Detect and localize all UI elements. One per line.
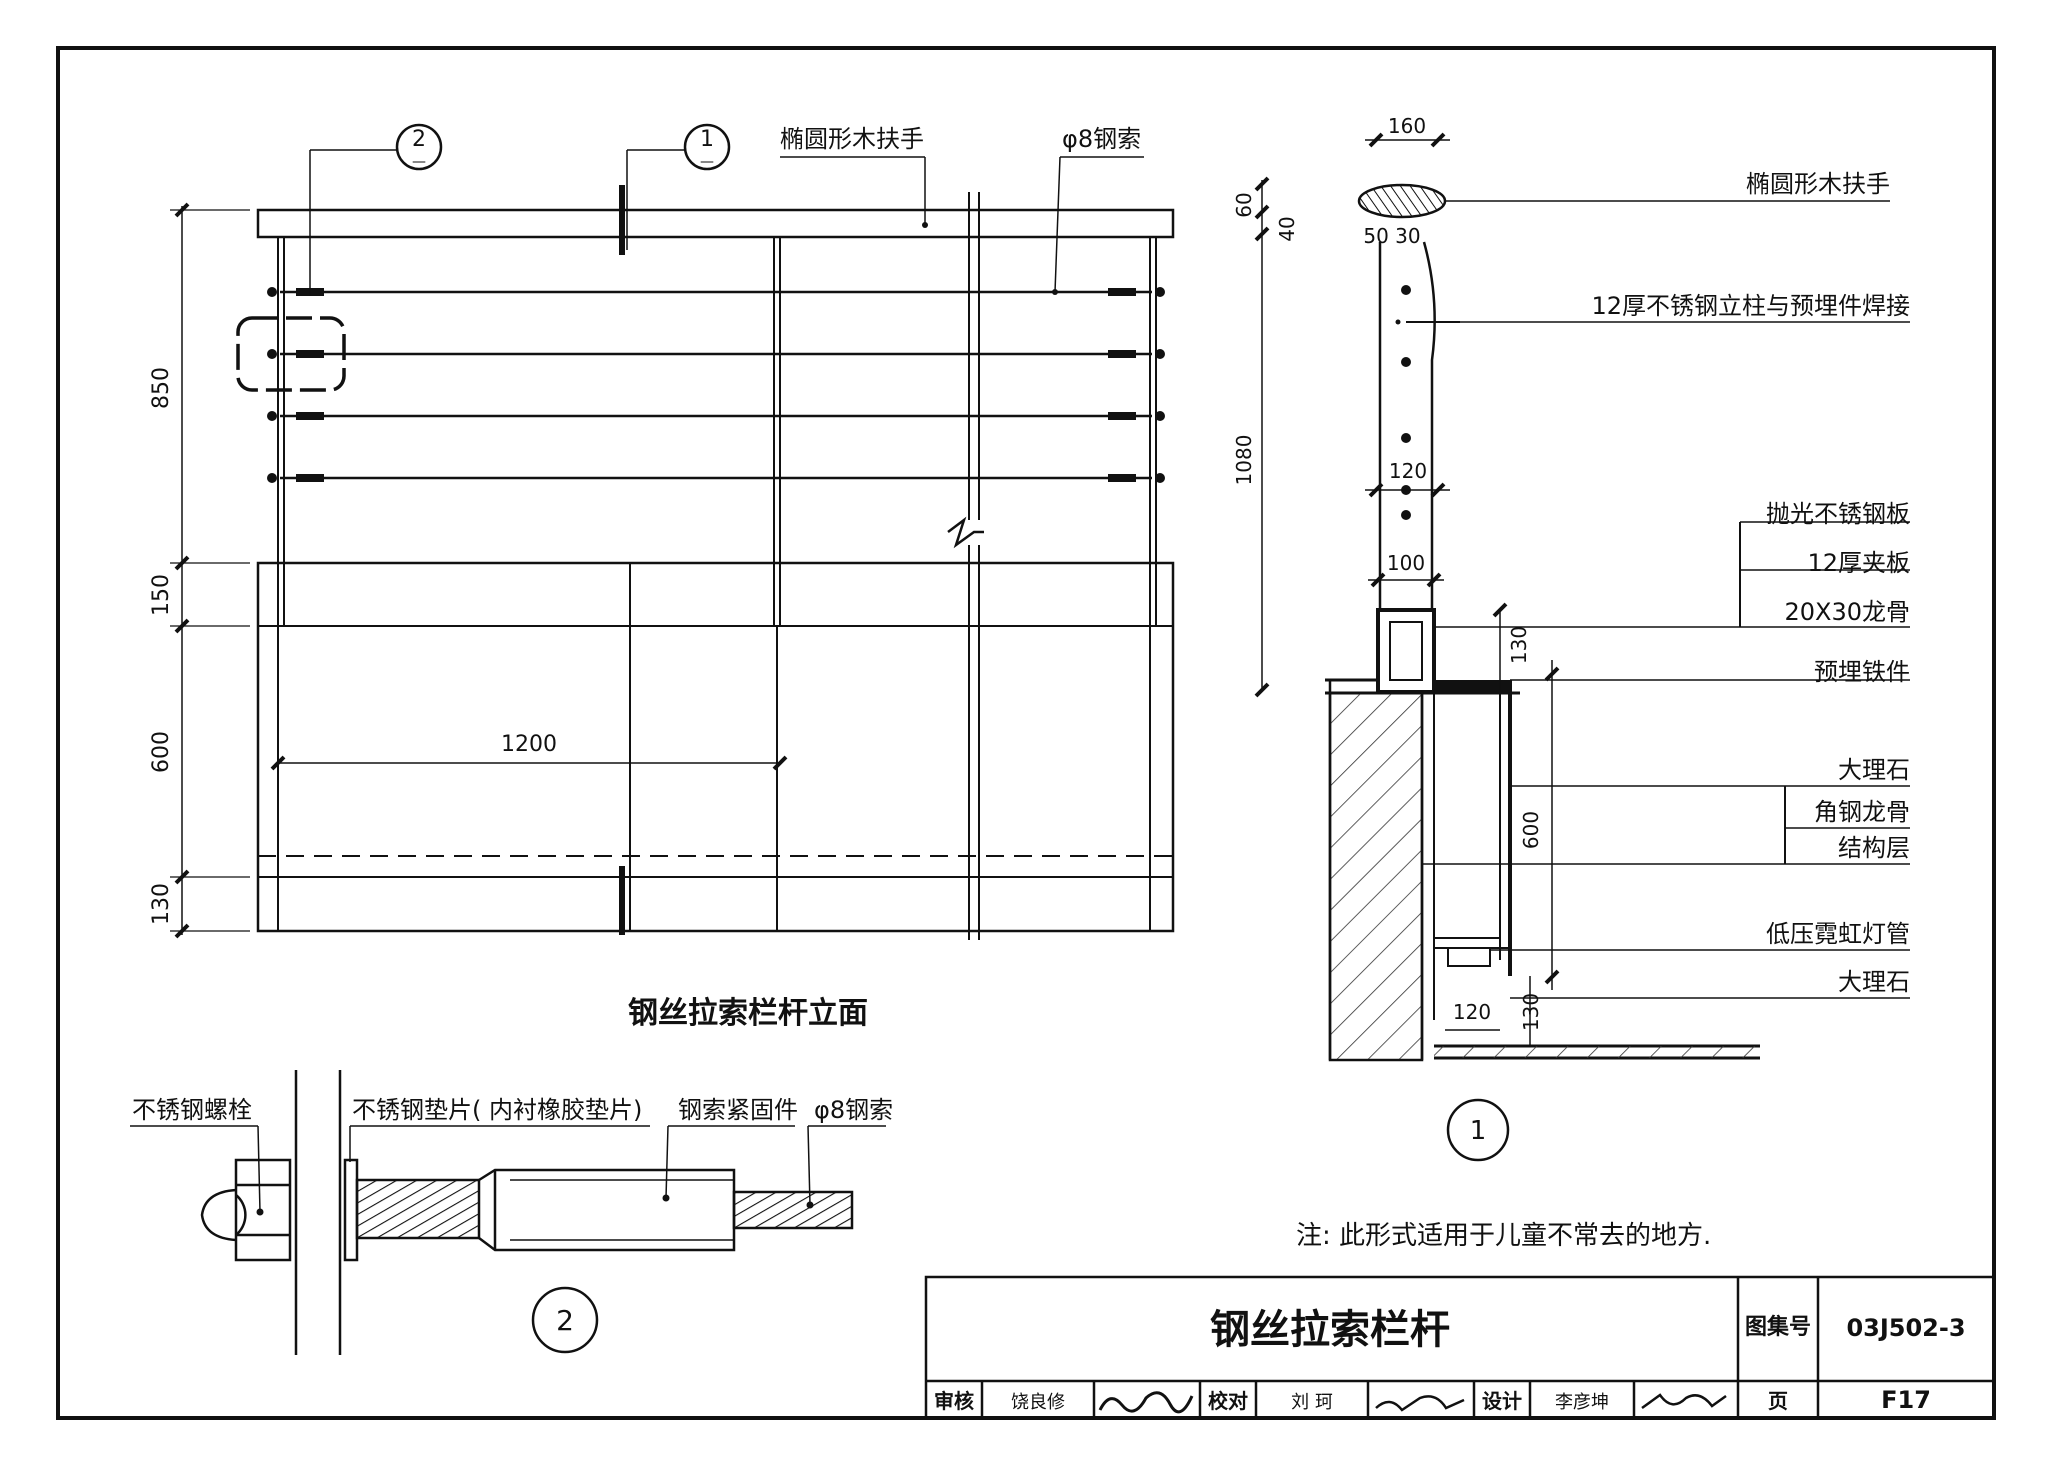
d2-label-bolt: 不锈钢螺栓 — [132, 1096, 252, 1124]
s1-label-angle: 角钢龙骨 — [1814, 798, 1910, 826]
callout-2-circle — [395, 123, 443, 171]
review-name: 饶良修 — [1011, 1392, 1065, 1413]
dim-130: 130 — [149, 883, 174, 925]
s1-label-marble1: 大理石 — [1838, 756, 1910, 784]
review-label: 审核 — [934, 1389, 974, 1413]
check-name: 刘 珂 — [1291, 1392, 1333, 1413]
s1-dim-120b: 120 — [1453, 1000, 1491, 1024]
design-signature — [1641, 1393, 1727, 1410]
s1-dim-130a: 130 — [1507, 626, 1531, 664]
detail-2-callout-box — [236, 316, 346, 392]
callout-1-number: 1 — [700, 127, 714, 152]
page-label: 页 — [1768, 1389, 1788, 1413]
check-signature — [1375, 1395, 1465, 1412]
elevation-title: 钢丝拉索栏杆立面 — [628, 996, 868, 1031]
s1-label-plywood: 12厚夹板 — [1807, 549, 1910, 577]
s1-dim-160: 160 — [1388, 114, 1426, 138]
elevation-handrail — [256, 208, 1175, 239]
s1-label-marble2: 大理石 — [1838, 968, 1910, 996]
s1-label-neon: 低压霓虹灯管 — [1766, 920, 1910, 948]
dim-850: 850 — [149, 367, 174, 409]
dim-150: 150 — [149, 574, 174, 616]
dim-1200: 1200 — [501, 732, 557, 757]
atlas-number: 03J502-3 — [1846, 1314, 1965, 1342]
check-label: 校对 — [1208, 1389, 1248, 1413]
handrail-label: 椭圆形木扶手 — [780, 125, 924, 153]
oval-wood-handrail — [1357, 183, 1447, 219]
elevation-base-panel — [256, 561, 1175, 933]
design-name: 李彦坤 — [1555, 1392, 1609, 1413]
s1-dim-120a: 120 — [1389, 459, 1427, 483]
atlas-label: 图集号 — [1745, 1314, 1811, 1340]
s1-dim-100: 100 — [1387, 551, 1425, 575]
elevation-cables — [280, 290, 1152, 480]
design-label: 设计 — [1482, 1389, 1522, 1413]
callout-1-circle — [683, 123, 731, 171]
s1-label-keel: 20X30龙骨 — [1784, 598, 1910, 626]
structure-layer — [1328, 691, 1424, 1062]
titleblock-title: 钢丝拉索栏杆 — [1210, 1307, 1450, 1353]
s1-dim-40: 40 — [1275, 216, 1299, 241]
dim-600: 600 — [149, 731, 174, 773]
d2-label-fastener: 钢索紧固件 — [678, 1096, 798, 1124]
callout-2-number: 2 — [412, 127, 426, 152]
d2-label-cable: φ8钢索 — [814, 1096, 893, 1124]
s1-label-polished: 抛光不锈钢板 — [1766, 500, 1910, 528]
section-1-circle — [1446, 1098, 1510, 1162]
s1-dim-60: 60 — [1232, 192, 1256, 217]
page-number: F17 — [1881, 1386, 1931, 1414]
detail-2-circle — [531, 1286, 599, 1354]
callout-1-dash: — — [700, 154, 714, 170]
s1-label-post: 12厚不锈钢立柱与预埋件焊接 — [1591, 292, 1910, 320]
detail-2-view — [130, 1070, 886, 1355]
note-text: 注: 此形式适用于儿童不常去的地方. — [1296, 1221, 1711, 1251]
s1-label-structure: 结构层 — [1838, 834, 1910, 862]
title-block — [924, 1275, 1996, 1420]
elevation-view — [170, 123, 1175, 940]
s1-dim-1080: 1080 — [1232, 435, 1256, 486]
sheet-border — [56, 46, 1996, 1420]
cable-label: φ8钢索 — [1062, 125, 1141, 153]
section-1-view — [1254, 132, 1910, 1162]
s1-dim-5030: 50 30 — [1363, 224, 1420, 248]
s1-label-handrail: 椭圆形木扶手 — [1746, 170, 1890, 198]
d2-label-washer: 不锈钢垫片( 内衬橡胶垫片) — [352, 1096, 642, 1124]
callout-2-dash: — — [412, 154, 426, 170]
section-1-number: 1 — [1470, 1116, 1487, 1146]
detail-2-number: 2 — [556, 1304, 574, 1337]
s1-dim-600: 600 — [1519, 811, 1543, 849]
review-signature — [1098, 1391, 1194, 1414]
s1-label-embed: 预埋铁件 — [1814, 658, 1910, 686]
bolt-nut — [234, 1158, 292, 1262]
s1-dim-130b: 130 — [1519, 993, 1543, 1031]
